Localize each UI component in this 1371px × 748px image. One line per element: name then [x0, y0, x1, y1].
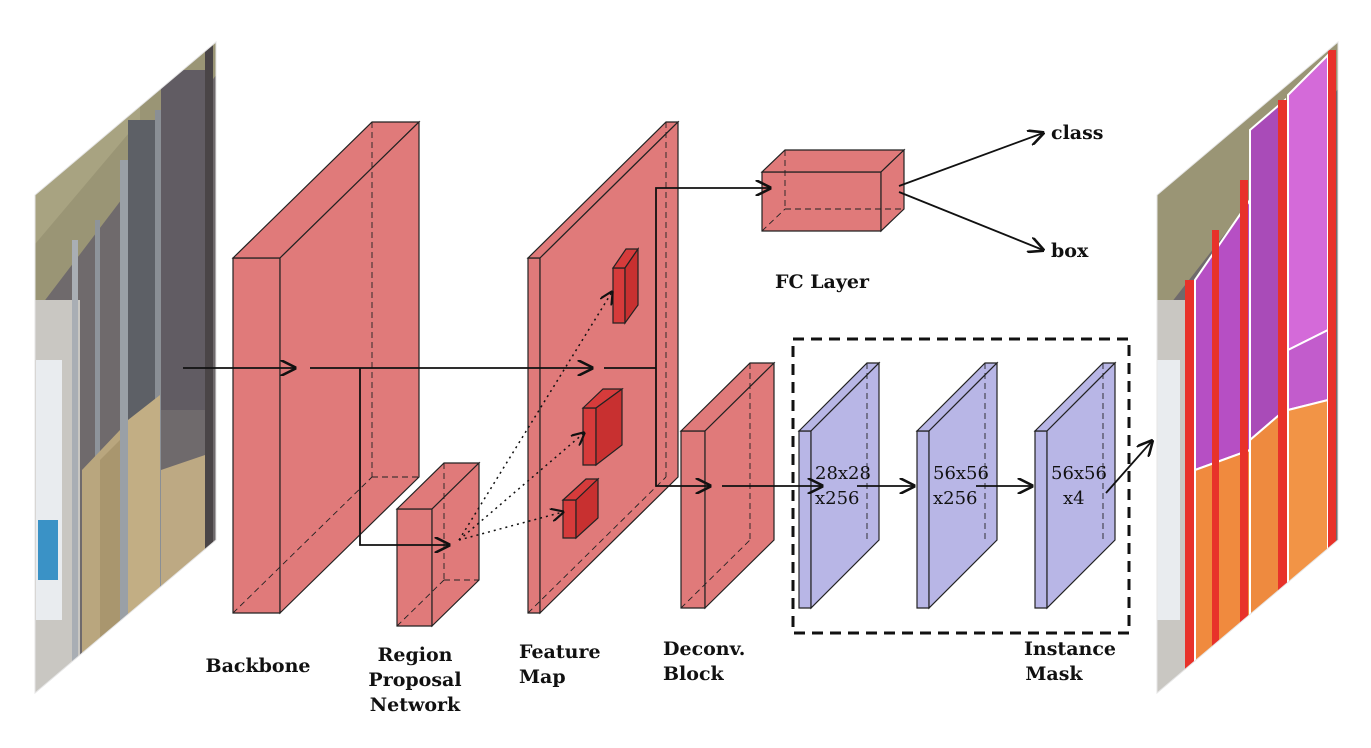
label-deconv-line2: Block	[663, 663, 725, 685]
roi-box-1	[611, 247, 640, 325]
mask-block-3	[1033, 361, 1117, 610]
roi-box-2	[581, 387, 624, 467]
label-rpn-line1: Region	[378, 644, 453, 666]
output-mask-image	[1157, 42, 1338, 693]
label-rpn-line2: Proposal	[368, 669, 461, 691]
mask-dim-1-line1: 28x28	[815, 463, 871, 484]
label-feature-line2: Map	[519, 666, 566, 688]
label-deconv-line1: Deconv.	[663, 638, 745, 660]
mask-dim-2-line2: x256	[933, 488, 978, 509]
arrow-backbone-rpn	[359, 368, 449, 545]
label-rpn-line3: Network	[370, 694, 461, 716]
mask-block-2	[915, 361, 999, 610]
roi-box-3	[561, 477, 600, 540]
arrow-mask-output	[1105, 441, 1152, 494]
rpn-block	[395, 461, 481, 628]
mask-dim-3-line1: 56x56	[1051, 463, 1107, 484]
mask-block-1	[797, 361, 881, 610]
label-mask-line1: Instance	[1024, 638, 1116, 660]
arrow-fc-class	[898, 133, 1043, 187]
label-fc-layer: FC Layer	[775, 271, 870, 293]
arrow-feature-deconv	[655, 368, 710, 486]
fc-layer-block	[760, 148, 906, 233]
arrow-fc-box	[898, 191, 1043, 250]
instance-mask-frame	[791, 337, 1131, 635]
arrow-feature-fc	[655, 188, 770, 368]
rpn-roi-arrows	[458, 292, 612, 541]
label-class: class	[1051, 122, 1104, 144]
mask-dim-2-line1: 56x56	[933, 463, 989, 484]
mask-dim-3-line2: x4	[1063, 488, 1085, 509]
label-feature-line1: Feature	[519, 641, 601, 663]
input-image	[35, 42, 216, 693]
mask-dim-1-line2: x256	[815, 488, 860, 509]
connectors	[183, 133, 1152, 545]
label-backbone: Backbone	[206, 655, 311, 677]
label-box: box	[1051, 240, 1089, 262]
label-mask-line2: Mask	[1025, 663, 1083, 685]
